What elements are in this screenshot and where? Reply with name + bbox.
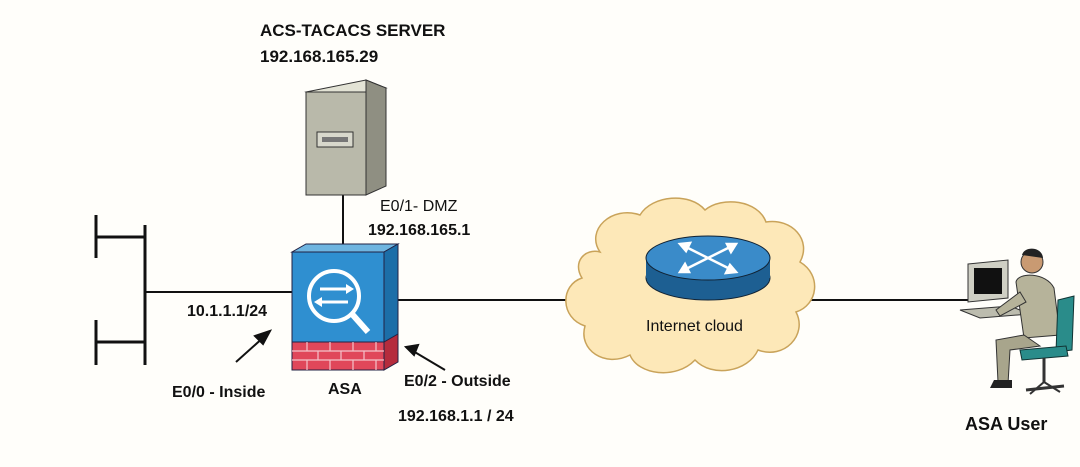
dmz-interface-label: E0/1- DMZ — [380, 198, 458, 215]
server-ip-label: 192.168.165.29 — [260, 47, 379, 66]
pointer-arrows — [235, 329, 446, 371]
asa-firewall-icon — [290, 243, 400, 371]
outside-ip-label: 192.168.1.1 / 24 — [398, 408, 514, 425]
server-icon — [304, 79, 388, 196]
arrow-outside — [412, 350, 446, 371]
internet-cloud-label: Internet cloud — [646, 318, 743, 335]
asa-label: ASA — [328, 381, 362, 398]
links — [145, 195, 968, 301]
inside-ip-label: 10.1.1.1/24 — [187, 303, 268, 320]
inside-interface-label: E0/0 - Inside — [172, 384, 266, 401]
router-icon — [645, 235, 771, 301]
inside-lan-bus — [94, 215, 147, 365]
asa-user-label: ASA User — [965, 414, 1048, 434]
dmz-ip-label: 192.168.165.1 — [368, 222, 471, 239]
outside-interface-label: E0/2 - Outside — [404, 373, 511, 390]
user-workstation-icon — [959, 248, 1075, 395]
server-name-label: ACS-TACACS SERVER — [260, 21, 446, 40]
